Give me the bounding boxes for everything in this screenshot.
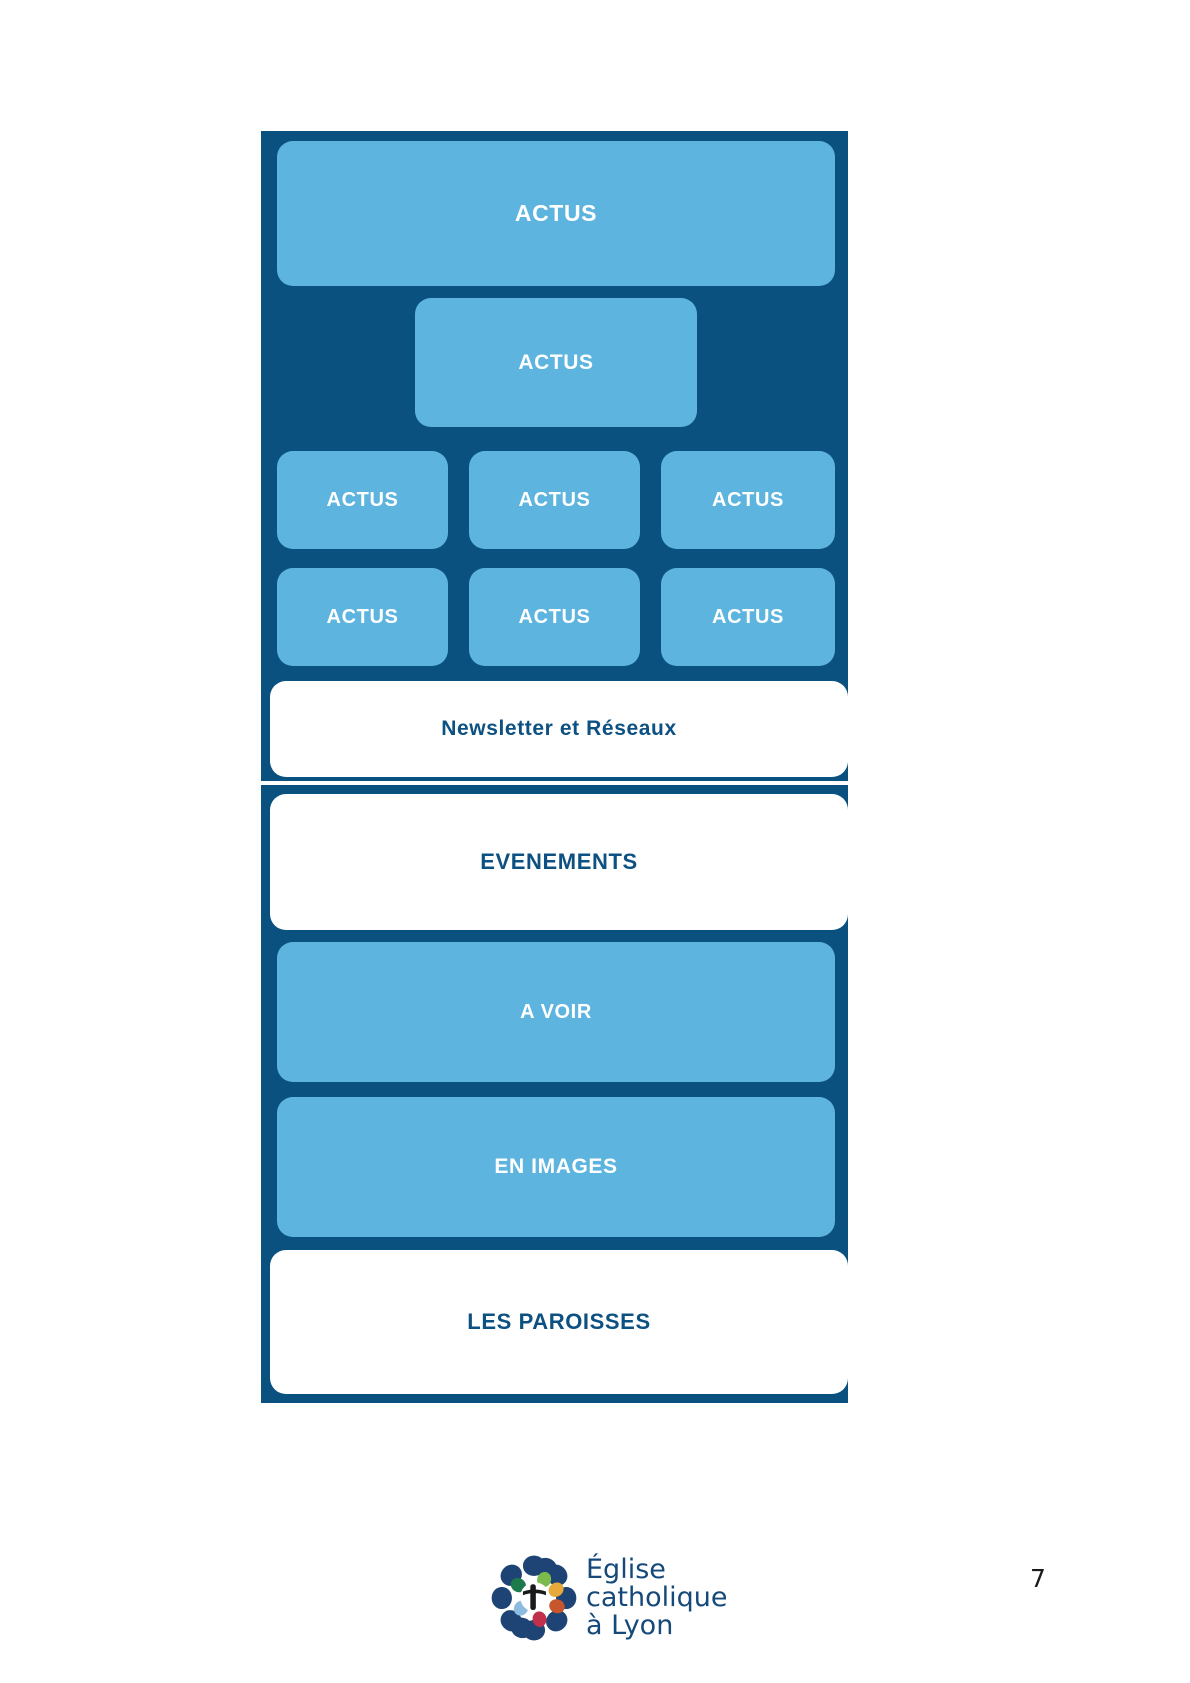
- footer-logo: Église catholique à Lyon: [488, 1548, 727, 1648]
- eglise-catholique-lyon-emblem-icon: [488, 1552, 580, 1644]
- card-label: ACTUS: [712, 489, 784, 511]
- card-label: ACTUS: [518, 350, 594, 374]
- card-label: LES PAROISSES: [467, 1308, 651, 1334]
- logo-wordmark: Église catholique à Lyon: [586, 1556, 727, 1639]
- card-les-paroisses[interactable]: LES PAROISSES: [270, 1250, 848, 1394]
- card-actus-wide[interactable]: ACTUS: [415, 298, 697, 427]
- card-actus-row1-col2[interactable]: ACTUS: [469, 451, 640, 549]
- card-label: ACTUS: [712, 606, 784, 628]
- card-actus-row2-col3[interactable]: ACTUS: [661, 568, 835, 666]
- card-actus-hero[interactable]: ACTUS: [277, 141, 835, 286]
- card-label: EN IMAGES: [494, 1155, 618, 1179]
- logo-line-3: à Lyon: [586, 1609, 674, 1641]
- sections-panel: EVENEMENTS A VOIR EN IMAGES LES PAROISSE…: [261, 785, 848, 1403]
- page-number: 7: [1030, 1564, 1046, 1593]
- card-label: ACTUS: [518, 489, 591, 511]
- card-actus-row2-col1[interactable]: ACTUS: [277, 568, 448, 666]
- card-label: ACTUS: [514, 199, 598, 226]
- card-actus-row1-col1[interactable]: ACTUS: [277, 451, 448, 549]
- actus-panel: ACTUS ACTUS ACTUS ACTUS ACTUS ACTUS ACTU…: [261, 131, 848, 781]
- card-actus-row2-col2[interactable]: ACTUS: [469, 568, 640, 666]
- card-evenements[interactable]: EVENEMENTS: [270, 794, 848, 930]
- card-label: ACTUS: [326, 606, 399, 628]
- logo-line-2: catholique: [586, 1582, 728, 1614]
- card-a-voir[interactable]: A VOIR: [277, 942, 835, 1082]
- card-newsletter-reseaux[interactable]: Newsletter et Réseaux: [270, 681, 848, 777]
- card-label: ACTUS: [326, 489, 399, 511]
- card-actus-row1-col3[interactable]: ACTUS: [661, 451, 835, 549]
- logo-line-1: Église: [586, 1554, 666, 1586]
- card-label: ACTUS: [518, 606, 591, 628]
- card-label: EVENEMENTS: [480, 848, 638, 874]
- card-label: A VOIR: [520, 1001, 592, 1023]
- card-en-images[interactable]: EN IMAGES: [277, 1097, 835, 1237]
- homepage-wireframe: ACTUS ACTUS ACTUS ACTUS ACTUS ACTUS ACTU…: [261, 131, 848, 1403]
- card-label: Newsletter et Réseaux: [441, 717, 677, 741]
